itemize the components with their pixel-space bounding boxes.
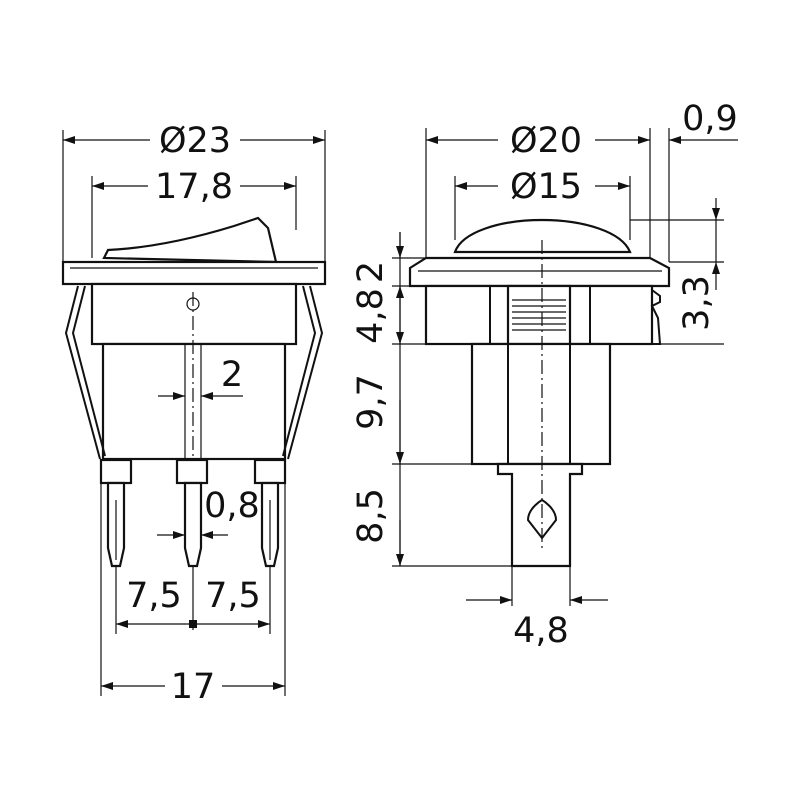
- label-terminal-length: 8,5: [351, 488, 391, 544]
- label-pin-pitch-left: 7,5: [126, 576, 182, 616]
- label-body-height: 9,7: [351, 374, 391, 430]
- front-flange: [61, 260, 327, 286]
- label-pin-pitch-right: 7,5: [205, 576, 261, 616]
- terminal-collar-right: [253, 458, 287, 485]
- front-body: [101, 342, 287, 461]
- label-overall-diameter: Ø23: [159, 121, 231, 161]
- label-pin-thickness: 0,8: [204, 486, 260, 526]
- label-terminal-width: 4,8: [513, 611, 569, 651]
- front-head: [90, 282, 298, 346]
- side-flange: [408, 256, 671, 288]
- side-view: Ø20 Ø15 0,9 2 4,8 3,3 9,7 8,5 4,8: [351, 99, 738, 651]
- label-snap-offset: 0,9: [682, 99, 738, 139]
- knurled-neck: [506, 284, 572, 346]
- label-cap-diameter: Ø15: [510, 167, 582, 207]
- left-spring-clip: [64, 285, 101, 460]
- rocker-actuator: [102, 216, 278, 264]
- terminal-pin-center: [183, 481, 203, 568]
- right-spring-clip: [287, 285, 324, 460]
- side-terminal: [496, 462, 584, 568]
- label-bezel-height: 2: [351, 261, 391, 283]
- side-snap-clip: [650, 289, 662, 345]
- label-rocker-width: 17,8: [155, 167, 233, 207]
- terminal-collar-left: [99, 458, 133, 485]
- label-pin-span: 17: [171, 667, 216, 707]
- dome-cap: [453, 218, 632, 254]
- label-clip-height: 4,8: [351, 288, 391, 344]
- side-body: [470, 342, 612, 466]
- indicator-dot: [186, 297, 200, 311]
- terminal-hole: [526, 498, 558, 540]
- label-clip-opening: 3,3: [677, 275, 717, 331]
- terminal-collar-center: [175, 458, 209, 485]
- label-pin-width: 2: [221, 355, 243, 395]
- label-bezel-diameter: Ø20: [510, 121, 582, 161]
- knurl-lines: [512, 299, 566, 331]
- front-view: Ø23 17,8 2 0,8 7,5 7,5 17: [61, 121, 327, 707]
